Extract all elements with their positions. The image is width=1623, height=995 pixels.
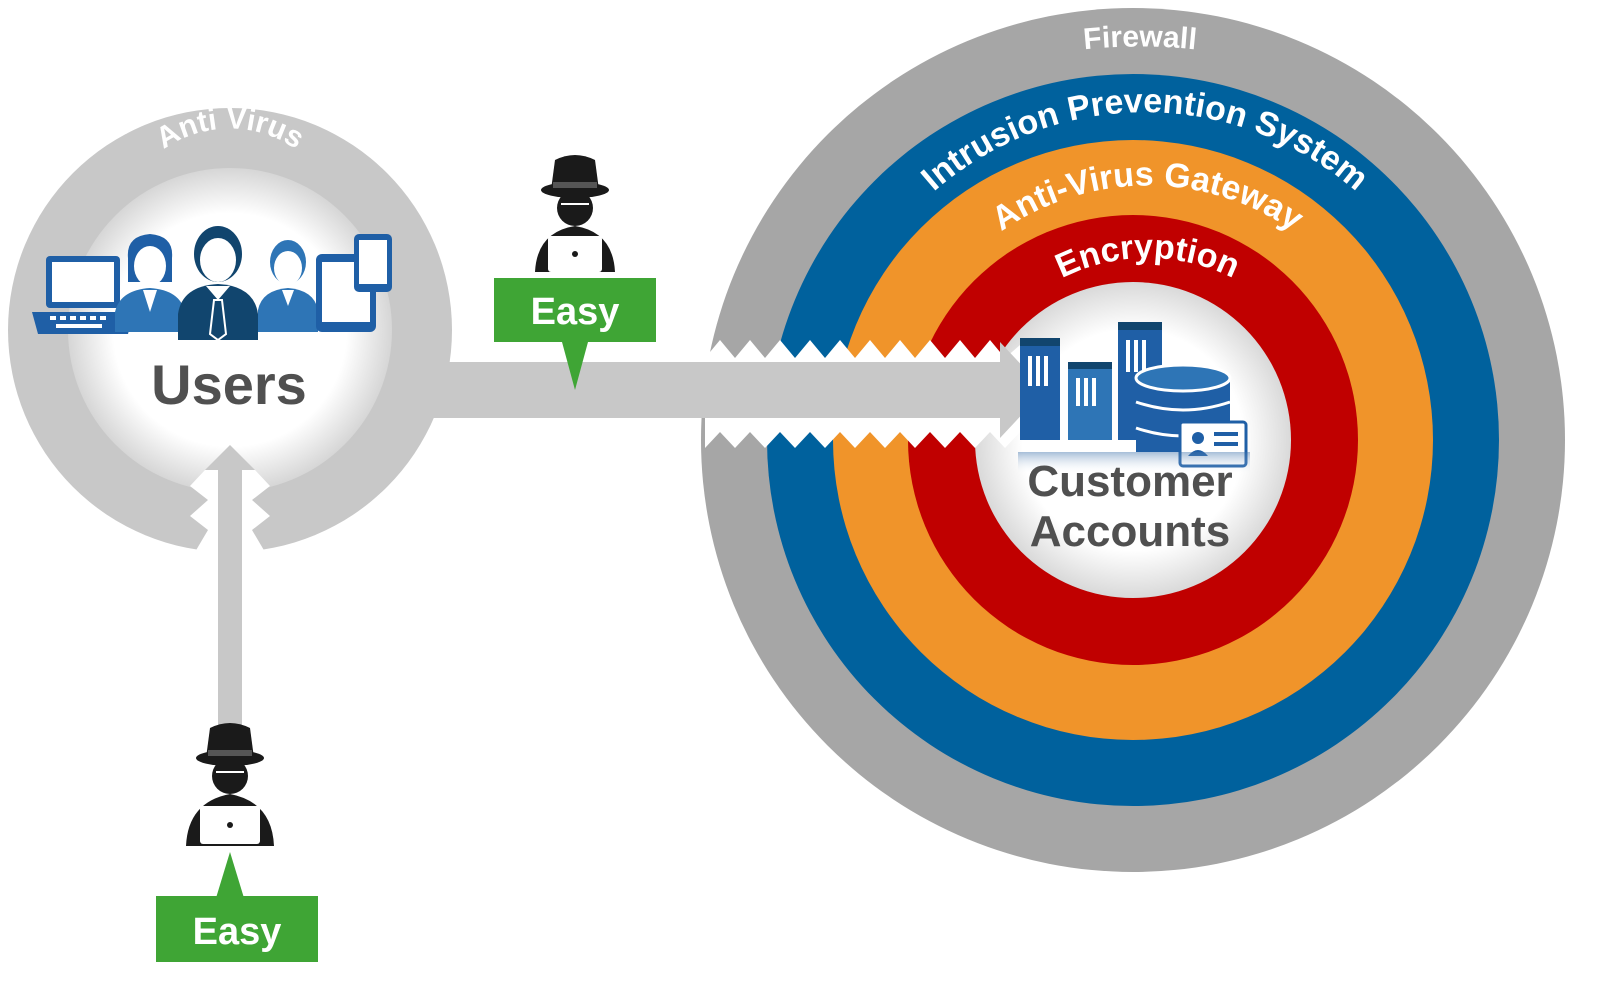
hacker-icon-top — [535, 155, 615, 272]
customer-accounts-line2: Accounts — [1030, 507, 1230, 556]
server-database-icon — [1018, 322, 1250, 474]
laptop-icon — [32, 256, 134, 334]
hacker-icon-bottom — [186, 723, 274, 846]
easy-badge-bottom-box — [156, 896, 318, 962]
easy-badge-bottom-label: Easy — [193, 911, 282, 953]
easy-badge-top-box — [494, 278, 656, 342]
customer-accounts-line1: Customer — [1027, 457, 1232, 506]
young-user-icon — [258, 240, 318, 332]
easy-badge-top: Easy — [494, 278, 656, 390]
female-user-icon — [115, 234, 185, 332]
firewall-label: Firewall — [1082, 20, 1198, 56]
male-user-icon — [178, 226, 258, 342]
users-title: Users — [151, 353, 307, 416]
easy-badge-top-label: Easy — [531, 291, 620, 333]
easy-badge-bottom: Easy — [156, 852, 318, 962]
tablet-phone-icon — [316, 234, 392, 332]
vertical-attack-arrow — [205, 445, 255, 760]
